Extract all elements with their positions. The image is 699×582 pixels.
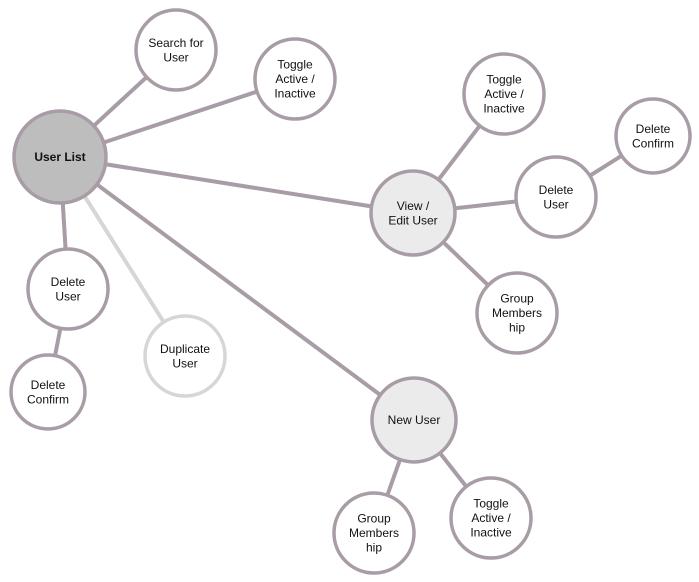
node-circle [332, 491, 416, 575]
node-label-line: Duplicate [160, 342, 210, 356]
node-label-line: Confirm [632, 136, 674, 150]
node-label-line: Delete [636, 122, 671, 136]
node-label-line: View / [397, 199, 430, 213]
node-circle [9, 353, 87, 431]
node-label-line: Group [500, 292, 534, 306]
node-label-line: Inactive [483, 102, 525, 116]
node-circle [369, 169, 457, 257]
edges [46, 48, 655, 534]
node-circle [614, 97, 692, 175]
node-circle [462, 52, 546, 136]
node-view-edit-user[interactable]: View /Edit User [369, 169, 457, 257]
node-label-line: Edit User [388, 213, 437, 227]
node-circle [12, 109, 108, 205]
node-label-line: Active / [471, 511, 511, 525]
node-circle [143, 314, 227, 398]
node-label: View /Edit User [388, 199, 437, 228]
node-label-line: Toggle [277, 58, 313, 72]
node-label: User List [34, 150, 85, 164]
node-label-line: Delete [539, 183, 574, 197]
node-circle [134, 8, 218, 92]
node-circle [514, 155, 598, 239]
node-label-line: Active / [275, 72, 315, 86]
node-label-line: Confirm [27, 392, 69, 406]
node-label-line: User List [34, 150, 85, 164]
node-label-line: Delete [31, 378, 66, 392]
edge-user-list-to-view-edit-user [59, 155, 414, 215]
node-label-line: Members [349, 526, 399, 540]
node-circle [370, 376, 458, 464]
node-label-line: User [172, 356, 197, 370]
node-label-line: New User [388, 413, 441, 427]
node-label-line: User [163, 50, 188, 64]
node-circle [475, 271, 559, 355]
node-label-line: hip [509, 321, 525, 335]
node-new-user[interactable]: New User [370, 376, 458, 464]
edge-user-list-to-new-user [58, 155, 416, 422]
node-label-line: User [543, 197, 568, 211]
node-label-line: hip [366, 541, 382, 555]
node-label-line: Members [492, 306, 542, 320]
node-label-line: Search for [148, 36, 203, 50]
node-label-line: Inactive [470, 526, 512, 540]
node-label: New User [388, 413, 441, 427]
node-label-line: Group [357, 512, 391, 526]
node-circle [26, 247, 110, 331]
node-circle [449, 476, 533, 560]
node-label-line: Active / [484, 87, 524, 101]
node-label-line: Delete [51, 275, 86, 289]
node-label-line: Toggle [473, 497, 509, 511]
node-label-line: Inactive [274, 87, 316, 101]
node-label-line: Toggle [486, 73, 522, 87]
node-circle [253, 37, 337, 121]
node-user-list[interactable]: User List [12, 109, 108, 205]
node-label-line: User [55, 289, 80, 303]
